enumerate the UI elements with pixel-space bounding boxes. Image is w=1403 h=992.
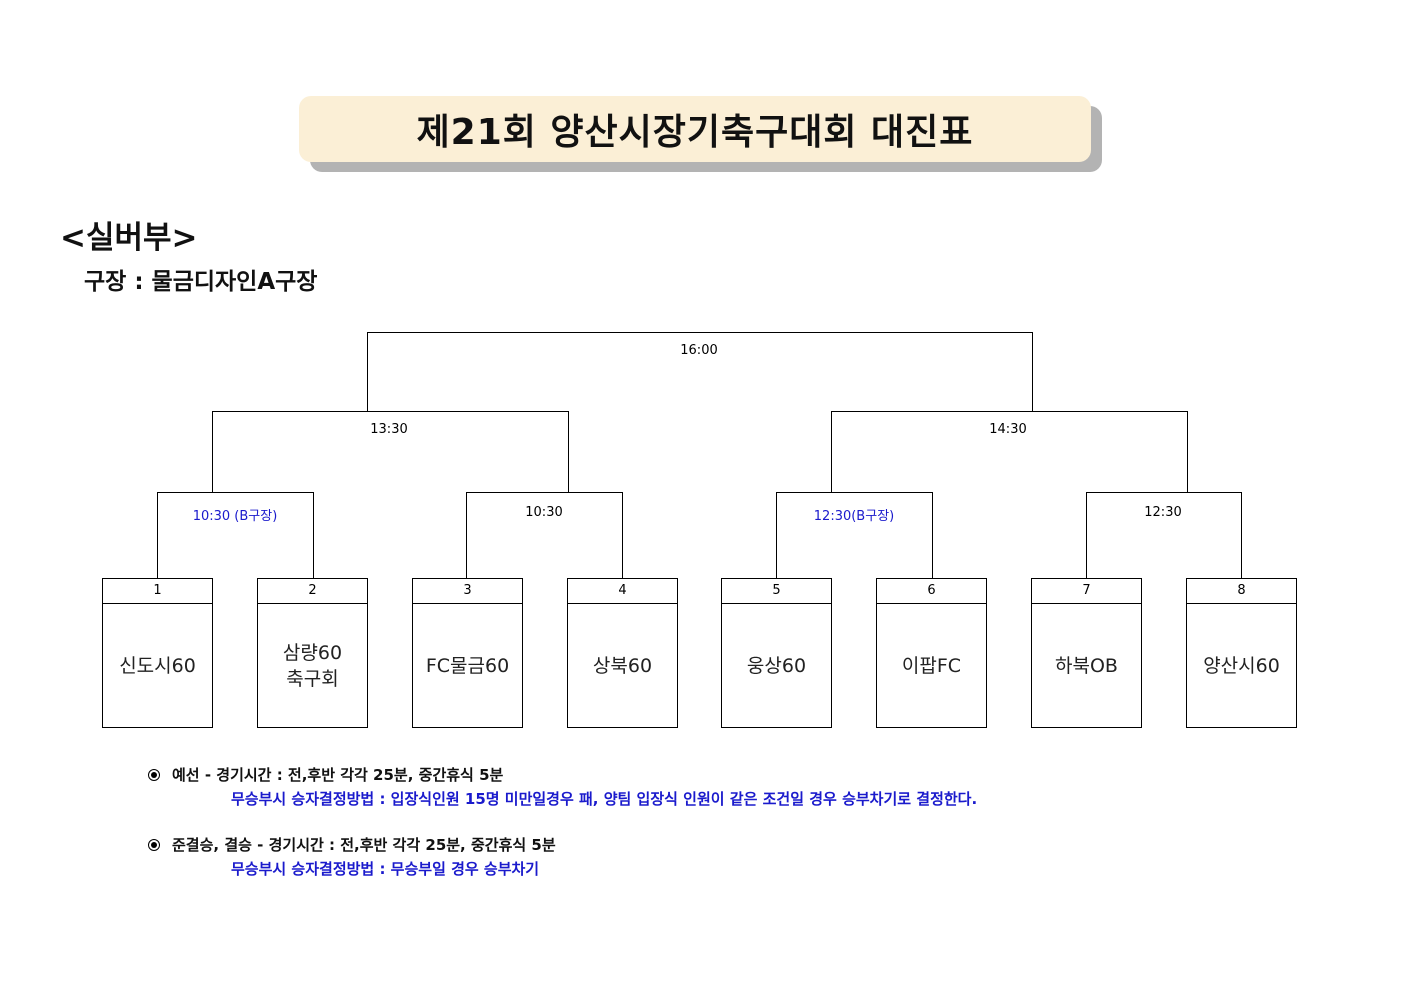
qf-4-time: 12:30	[1144, 505, 1182, 520]
team-number: 6	[877, 579, 986, 604]
team-box: 5 웅상60	[721, 578, 832, 728]
final-time: 16:00	[680, 343, 718, 358]
team-number: 4	[568, 579, 677, 604]
team-box: 7 하북OB	[1031, 578, 1142, 728]
team-box: 1 신도시60	[102, 578, 213, 728]
team-box: 4 상북60	[567, 578, 678, 728]
bracket-final	[367, 332, 1033, 412]
bracket-qf-3	[776, 492, 933, 579]
team-name: 신도시60	[119, 654, 196, 677]
bracket-semi-left	[212, 411, 569, 493]
team-name: 양산시60	[1203, 654, 1280, 677]
team-name: 상북60	[592, 654, 653, 677]
note-final: 준결승, 결승 - 경기시간 : 전,후반 각각 25분, 중간휴식 5분	[148, 834, 556, 855]
radio-bullet-icon	[148, 769, 160, 781]
team-name: 삼량60 축구회	[282, 641, 343, 690]
team-number: 7	[1032, 579, 1141, 604]
section-heading: <실버부>	[60, 220, 198, 256]
team-box: 6 이팝FC	[876, 578, 987, 728]
venue-label: 구장 : 물금디자인A구장	[84, 269, 318, 295]
bracket-semi-right	[831, 411, 1188, 493]
bracket-qf-4	[1086, 492, 1242, 579]
bracket-qf-2	[466, 492, 623, 579]
team-name: 웅상60	[746, 654, 807, 677]
team-name: 하북OB	[1055, 654, 1118, 677]
qf-1-time: 10:30 (B구장)	[192, 509, 278, 524]
team-box: 8 양산시60	[1186, 578, 1297, 728]
semi-left-time: 13:30	[370, 422, 408, 437]
note-text: 준결승, 결승 - 경기시간 : 전,후반 각각 25분, 중간휴식 5분	[172, 836, 556, 854]
team-name: FC물금60	[425, 654, 510, 677]
note-text: 예선 - 경기시간 : 전,후반 각각 25분, 중간휴식 5분	[172, 766, 504, 784]
note-prelim: 예선 - 경기시간 : 전,후반 각각 25분, 중간휴식 5분	[148, 764, 503, 785]
note-prelim-sub: 무승부시 승자결정방법 : 입장식인원 15명 미만일경우 패, 양팀 입장식 …	[231, 790, 978, 808]
semi-right-time: 14:30	[989, 422, 1027, 437]
qf-3-time: 12:30(B구장)	[813, 509, 895, 524]
bracket-qf-1	[157, 492, 314, 579]
team-number: 8	[1187, 579, 1296, 604]
qf-2-time: 10:30	[525, 505, 563, 520]
team-number: 5	[722, 579, 831, 604]
team-number: 3	[413, 579, 522, 604]
team-number: 2	[258, 579, 367, 604]
team-name: 이팝FC	[901, 654, 962, 677]
team-box: 2 삼량60 축구회	[257, 578, 368, 728]
note-final-sub: 무승부시 승자결정방법 : 무승부일 경우 승부차기	[231, 860, 540, 878]
team-number: 1	[103, 579, 212, 604]
page-title: 제21회 양산시장기축구대회 대진표	[299, 96, 1091, 162]
radio-bullet-icon	[148, 839, 160, 851]
